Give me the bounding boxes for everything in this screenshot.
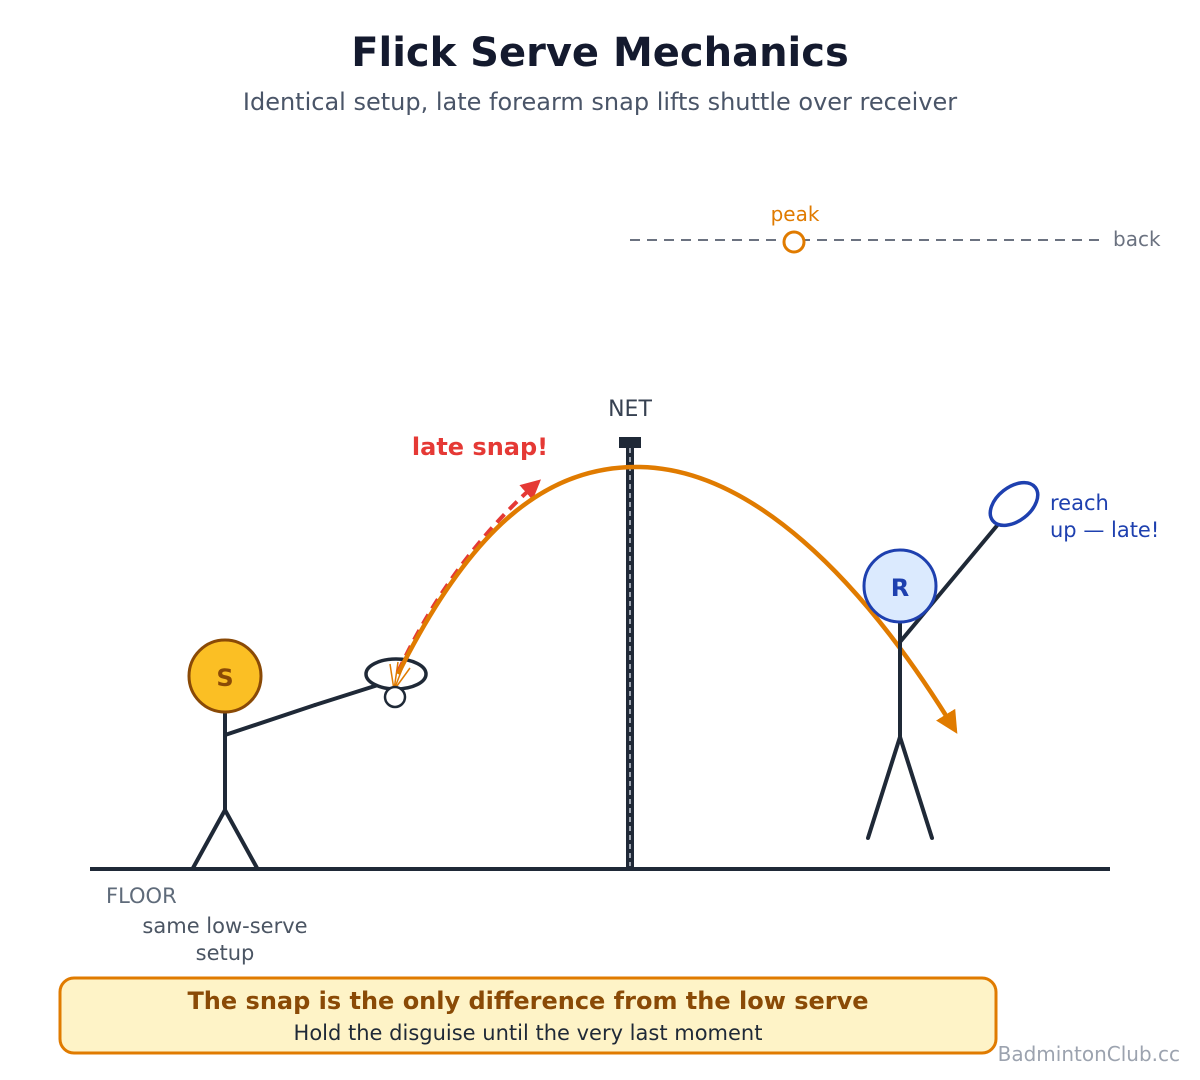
- shuttle-trajectory: [395, 464, 958, 734]
- net-tape: [619, 437, 641, 448]
- callout-title: The snap is the only difference from the…: [187, 987, 868, 1015]
- reach-note-line1: reach: [1050, 491, 1109, 515]
- net-label: NET: [608, 397, 652, 422]
- page-subtitle: Identical setup, late forearm snap lifts…: [243, 88, 957, 116]
- floor-label: FLOOR: [106, 884, 177, 908]
- callout-box: [58, 976, 998, 1055]
- callout-subtitle: Hold the disguise until the very last mo…: [294, 1021, 763, 1045]
- credit-watermark: BadmintonClub.cc: [998, 1042, 1180, 1066]
- server-initial: S: [216, 664, 233, 692]
- shuttlecock-icon: [383, 661, 411, 709]
- late-snap-label: late snap!: [412, 433, 548, 461]
- server-head: [187, 638, 263, 714]
- receiver-head: [862, 548, 938, 624]
- receiver-racket: [988, 480, 1040, 528]
- page-title: Flick Serve Mechanics: [351, 30, 849, 76]
- peak-marker: [782, 230, 806, 254]
- late-snap-arrow: [396, 479, 541, 673]
- reach-note-line2: up — late!: [1050, 518, 1159, 542]
- setup-note-line2: setup: [196, 941, 255, 965]
- receiver-initial: R: [891, 574, 909, 602]
- server-figure: S: [187, 638, 380, 870]
- peak-label: peak: [771, 202, 820, 226]
- setup-note-line1: same low-serve: [142, 914, 307, 938]
- back-label: back: [1113, 227, 1161, 251]
- receiver-figure: R: [862, 520, 1002, 840]
